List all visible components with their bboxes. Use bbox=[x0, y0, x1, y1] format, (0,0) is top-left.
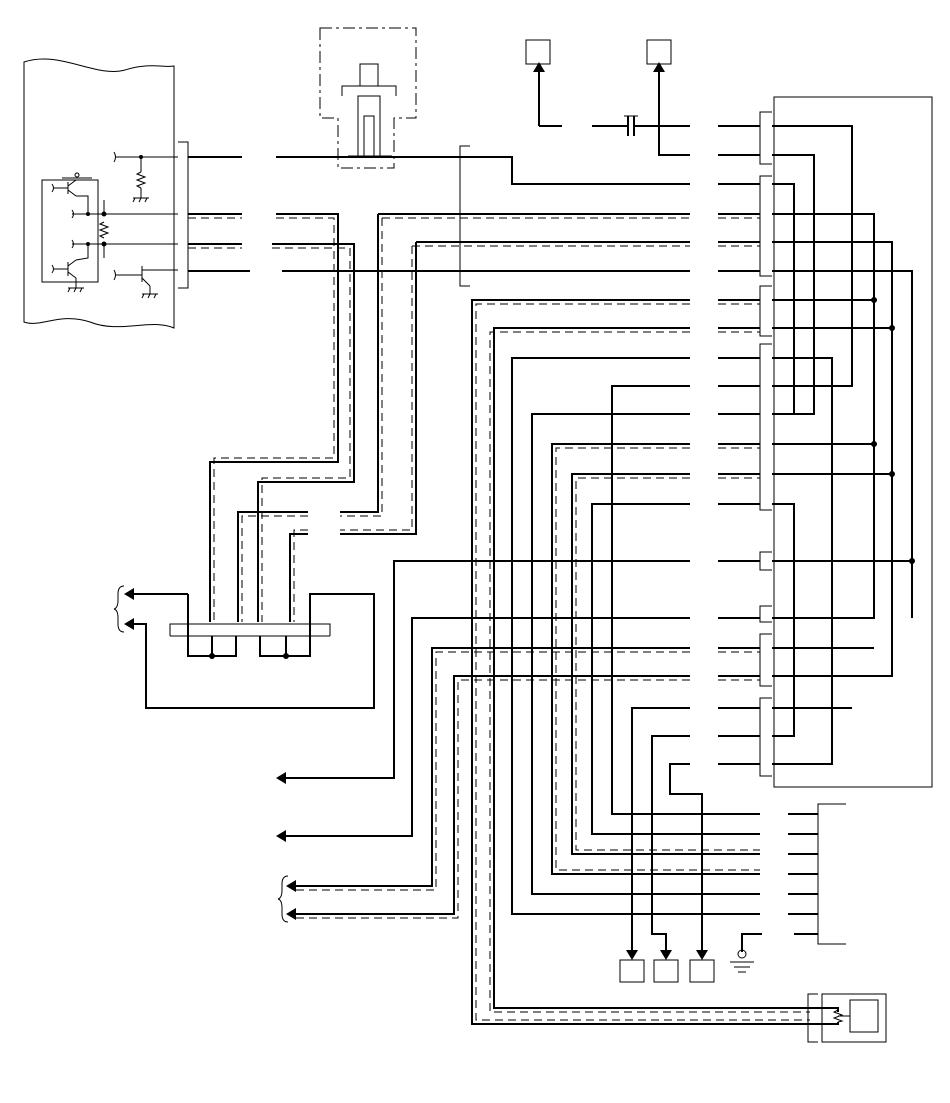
output-box bbox=[619, 959, 645, 983]
arrow-icon bbox=[533, 62, 545, 72]
ground-icon bbox=[730, 961, 754, 973]
arrow-icon bbox=[276, 830, 286, 842]
module-bus-wires bbox=[188, 145, 690, 622]
output-box bbox=[653, 959, 679, 983]
arrow-icon bbox=[124, 618, 134, 630]
internal-routing bbox=[772, 125, 913, 765]
arrow-icon bbox=[660, 950, 672, 960]
output-box bbox=[646, 39, 672, 65]
transistor-icon bbox=[51, 259, 84, 293]
connector-icon bbox=[817, 803, 846, 945]
resistor-icon bbox=[135, 171, 147, 189]
internal-driver-block bbox=[41, 179, 99, 283]
arrow-icon bbox=[696, 950, 708, 960]
top-component bbox=[319, 27, 417, 169]
arrow-icon bbox=[286, 908, 296, 920]
connector-icon bbox=[169, 623, 331, 636]
arrow-icon bbox=[286, 880, 296, 892]
central-harness bbox=[276, 299, 810, 1025]
connector-icon bbox=[178, 141, 189, 289]
connector-icon bbox=[459, 145, 470, 287]
arrow-icon bbox=[124, 588, 134, 600]
connector-icon bbox=[807, 993, 818, 1043]
ground-icon bbox=[141, 293, 158, 299]
ground-icon bbox=[132, 197, 149, 203]
sensor-icon bbox=[807, 993, 887, 1043]
connector-icon bbox=[759, 111, 772, 777]
output-box bbox=[689, 959, 715, 983]
brace-icon bbox=[277, 875, 289, 923]
transistor-icon bbox=[51, 172, 92, 197]
top-right-outputs bbox=[525, 39, 690, 156]
connector-stubs bbox=[718, 125, 760, 765]
right-module-outline bbox=[773, 96, 933, 788]
bottom-outputs bbox=[619, 959, 715, 983]
right-module bbox=[718, 96, 933, 788]
module-outline bbox=[23, 58, 175, 329]
arrow-icon bbox=[653, 62, 665, 72]
arrow-icon bbox=[276, 772, 286, 784]
bottom-connector bbox=[730, 803, 846, 973]
control-module bbox=[23, 58, 189, 329]
junction-connector bbox=[113, 585, 375, 709]
resistor-icon bbox=[98, 221, 110, 239]
brace-icon bbox=[113, 585, 125, 633]
arrow-icon bbox=[626, 950, 638, 960]
output-box bbox=[525, 39, 551, 65]
